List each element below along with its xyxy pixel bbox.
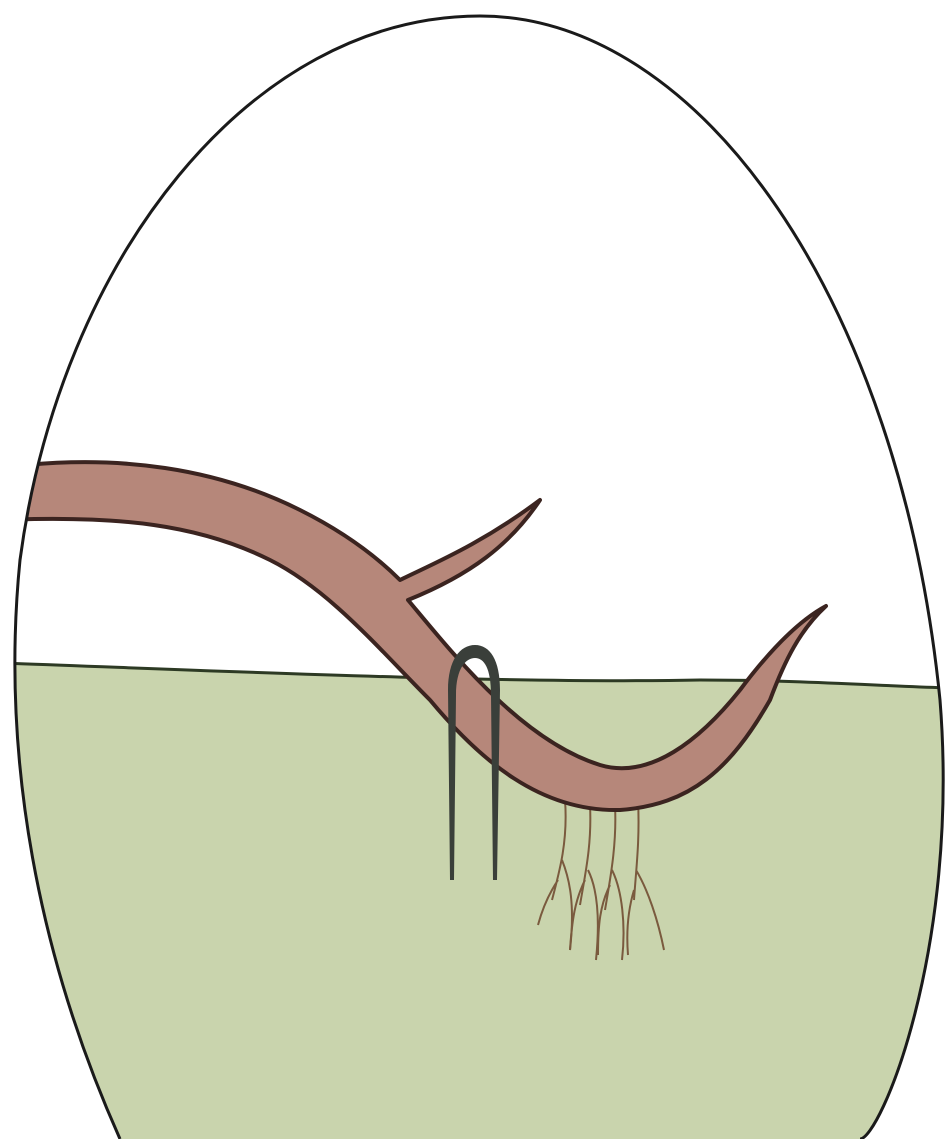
layering-illustration [0, 0, 950, 1139]
illustration-svg [0, 0, 950, 1139]
